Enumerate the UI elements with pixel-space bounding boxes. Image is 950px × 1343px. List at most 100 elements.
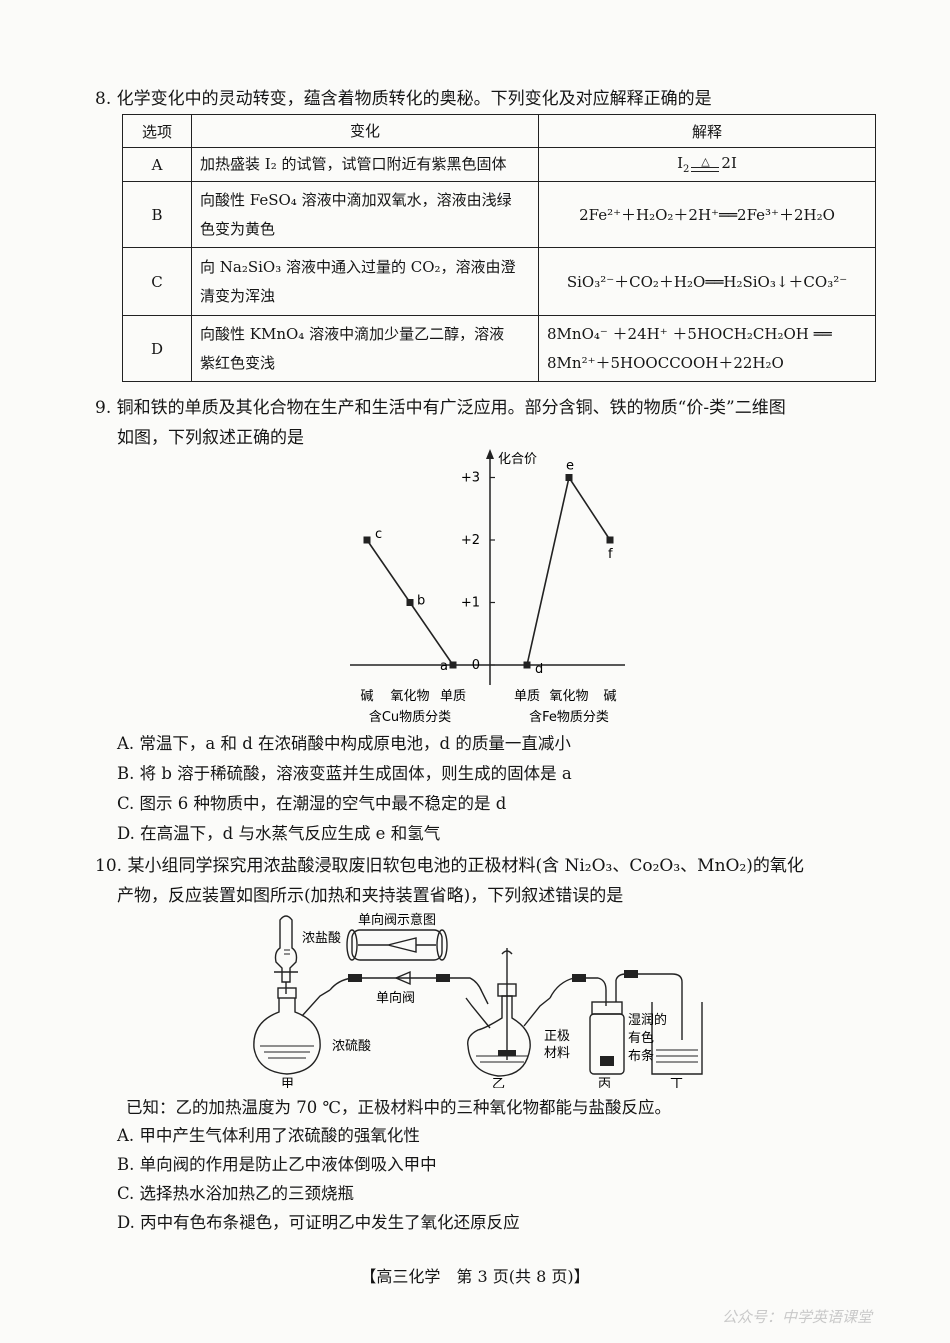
- yi-left-neck: [465, 997, 491, 1029]
- point-label: b: [417, 594, 425, 609]
- point-label: d: [535, 662, 543, 677]
- q10-option-a: A. 甲中产生气体利用了浓硫酸的强氧化性: [117, 1126, 420, 1145]
- row-explain: 8MnO₄⁻ ＋24H⁺ ＋5HOCH₂CH₂OH ══ 8Mn²⁺＋5HOOCC…: [538, 315, 876, 382]
- data-point: [523, 661, 531, 669]
- change-line: 加热盛装 I₂ 的试管，试管口附近有紫黑色固体: [200, 155, 507, 173]
- data-point: [606, 536, 614, 544]
- three-neck-flask-yi: [467, 995, 531, 1077]
- stirrer-arrow: [501, 950, 513, 955]
- change-line: 向酸性 FeSO₄ 溶液中滴加双氧水，溶液由浅绿: [200, 190, 512, 209]
- label-conc-hcl: 浓盐酸: [302, 931, 341, 946]
- table-row: D 向酸性 KMnO₄ 溶液中滴加少量乙二醇，溶液紫红色变浅 8MnO₄⁻ ＋2…: [122, 315, 876, 382]
- change-line: 色变为黄色: [200, 219, 276, 238]
- heating-arrow: △: [691, 154, 720, 172]
- table-row: C 向 Na₂SiO₃ 溶液中通入过量的 CO₂，溶液由澄清变为浑浊 SiO₃²…: [122, 247, 876, 316]
- yi-center-stopper: [497, 983, 517, 997]
- fe-cat-oxide: 氧化物: [549, 689, 588, 704]
- yi-right-neck: [523, 997, 551, 1027]
- row-change: 向酸性 KMnO₄ 溶液中滴加少量乙二醇，溶液紫红色变浅: [191, 315, 539, 382]
- q10-option-c: C. 选择热水浴加热乙的三颈烧瓶: [117, 1184, 355, 1203]
- apparatus-diagram: 浓盐酸 单向阀示意图 单向阀 浓硫酸 正极 材料 湿润的 有色 布条 甲 乙 丙…: [253, 912, 703, 1088]
- point-label: e: [566, 459, 574, 474]
- q9-option-c: C. 图示 6 种物质中，在潮湿的空气中最不稳定的是 d: [117, 794, 507, 813]
- q10-option-b: B. 单向阀的作用是防止乙中液体倒吸入甲中: [117, 1155, 437, 1174]
- data-point: [363, 536, 371, 544]
- q10-known: 已知：乙的加热温度为 70 ℃，正极材料中的三种氧化物都能与盐酸反应。: [126, 1098, 671, 1117]
- eq-sub: 2: [683, 164, 690, 175]
- cu-group-label: 含Cu物质分类: [369, 709, 451, 725]
- flask-stopper: [277, 987, 297, 999]
- beaker-ding: [651, 1002, 703, 1075]
- q8-stem: 8. 化学变化中的灵动转变，蕴含着物质转化的奥秘。下列变化及对应解释正确的是: [95, 89, 712, 109]
- table-row: A 加热盛装 I₂ 的试管，试管口附近有紫黑色固体 I2 △ 2I: [122, 147, 876, 182]
- cu-cat-base: 碱: [360, 689, 373, 704]
- label-wet-line3: 布条: [628, 1048, 654, 1064]
- q9-option-b: B. 将 b 溶于稀硫酸，溶液变蓝并生成固体，则生成的固体是 a: [117, 764, 572, 783]
- fe-cat-element: 单质: [514, 689, 540, 704]
- label-conc-h2so4: 浓硫酸: [332, 1039, 371, 1054]
- row-change: 向 Na₂SiO₃ 溶液中通入过量的 CO₂，溶液由澄清变为浑浊: [191, 247, 539, 316]
- tube-to-ding: [615, 973, 683, 1040]
- label-cathode-line1: 正极: [544, 1029, 570, 1044]
- eq-right: 2I: [721, 154, 737, 172]
- point-label: f: [608, 547, 613, 562]
- explain-line: 8MnO₄⁻ ＋24H⁺ ＋5HOCH₂CH₂OH ══: [547, 324, 832, 343]
- bottle-bing: [589, 1013, 625, 1075]
- change-line: 向酸性 KMnO₄ 溶液中滴加少量乙二醇，溶液: [200, 324, 505, 343]
- eq-left: I: [677, 154, 684, 172]
- explain-line: 8Mn²⁺＋5HOOCCOOH＋22H₂O: [547, 353, 784, 372]
- label-yi: 乙: [492, 1077, 505, 1088]
- q10-stem-line2: 产物，反应装置如图所示(加热和夹持装置省略)，下列叙述错误的是: [117, 886, 624, 906]
- q9-option-a: A. 常温下，a 和 d 在浓硝酸中构成原电池，d 的质量一直减小: [117, 734, 571, 753]
- data-point: [565, 474, 573, 481]
- y-tick-label: 0: [472, 658, 480, 673]
- dropping-funnel: [274, 915, 298, 983]
- change-line: 清变为浑浊: [200, 286, 276, 305]
- row-explain: 2Fe²⁺＋H₂O₂＋2H⁺══2Fe³⁺＋2H₂O: [538, 181, 876, 248]
- y-tick-label: +3: [461, 471, 480, 486]
- y-tick-label: +1: [461, 596, 480, 611]
- row-explain: SiO₃²⁻＋CO₂＋H₂O══H₂SiO₃↓＋CO₃²⁻: [538, 247, 876, 316]
- data-point: [449, 661, 457, 669]
- row-option: B: [122, 181, 192, 248]
- table-row: B 向酸性 FeSO₄ 溶液中滴加双氧水，溶液由浅绿色变为黄色 2Fe²⁺＋H₂…: [122, 181, 876, 248]
- label-bing: 丙: [598, 1077, 611, 1088]
- header-change: 变化: [191, 114, 539, 148]
- change-line: 紫红色变浅: [200, 353, 276, 372]
- change-line: 向 Na₂SiO₃ 溶液中通入过量的 CO₂，溶液由澄: [200, 257, 516, 276]
- q10-stem-line1: 10. 某小组同学探究用浓盐酸浸取废旧软包电池的正极材料(含 Ni₂O₃、Co₂…: [95, 856, 804, 876]
- page-footer: 【高三化学 第 3 页(共 8 页)】: [360, 1267, 590, 1286]
- valve-detail-cylinder: [351, 929, 443, 961]
- watermark: 公众号：中学英语课堂: [722, 1308, 873, 1326]
- fe-cat-base: 碱: [603, 689, 616, 704]
- header-option: 选项: [122, 114, 192, 148]
- data-point: [406, 599, 414, 606]
- label-cathode-line2: 材料: [544, 1046, 570, 1061]
- label-ding: 丁: [670, 1077, 683, 1088]
- cu-cat-element: 单质: [440, 689, 466, 704]
- row-option: C: [122, 247, 192, 316]
- label-wet-line2: 有色: [628, 1030, 654, 1046]
- round-flask-jia: [253, 998, 321, 1075]
- row-explain: I2 △ 2I: [538, 147, 876, 182]
- label-valve-diagram: 单向阀示意图: [358, 912, 436, 928]
- q9-stem-line1: 9. 铜和铁的单质及其化合物在生产和生活中有广泛应用。部分含铜、铁的物质“价-类…: [95, 398, 786, 418]
- valve-symbol: [394, 970, 411, 986]
- heat-symbol: △: [701, 154, 710, 168]
- cu-cat-oxide: 氧化物: [390, 689, 429, 704]
- label-valve: 单向阀: [376, 990, 415, 1006]
- flask-side-arm: [301, 989, 331, 1017]
- q9-stem-line2: 如图，下列叙述正确的是: [117, 428, 304, 448]
- header-explain: 解释: [538, 114, 876, 148]
- row-option: A: [122, 147, 192, 182]
- series-line: [526, 475, 611, 666]
- row-option: D: [122, 315, 192, 382]
- q9-option-d: D. 在高温下，d 与水蒸气反应生成 e 和氢气: [117, 824, 441, 843]
- bing-stopper: [591, 1001, 623, 1015]
- label-jia: 甲: [281, 1077, 294, 1088]
- row-change: 加热盛装 I₂ 的试管，试管口附近有紫黑色固体: [191, 147, 539, 182]
- q10-option-d: D. 丙中有色布条褪色，可证明乙中发生了氧化还原反应: [117, 1213, 520, 1232]
- row-change: 向酸性 FeSO₄ 溶液中滴加双氧水，溶液由浅绿色变为黄色: [191, 181, 539, 248]
- equation-a: I2 △ 2I: [677, 154, 737, 175]
